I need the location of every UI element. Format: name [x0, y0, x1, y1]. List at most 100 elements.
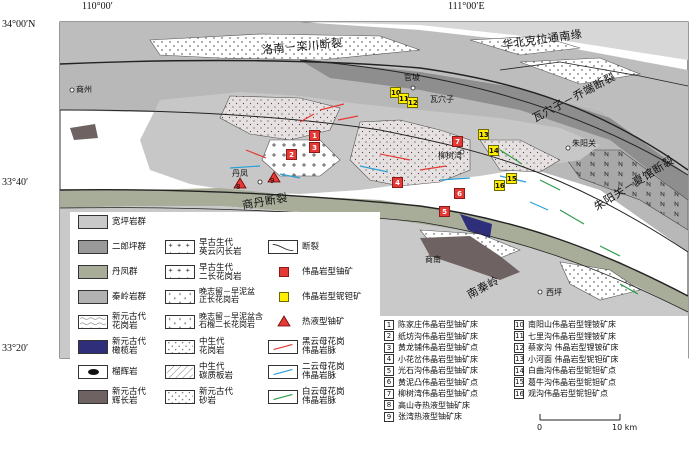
marker-deposit-2: 2 — [286, 149, 297, 160]
swatch-two-mica — [268, 365, 298, 379]
swatch-syenogranite — [165, 290, 195, 304]
swatch-black-mica — [268, 340, 298, 354]
deposit-item: 4 小花岔伟晶岩型铀矿床 — [384, 354, 478, 365]
deposit-name: 陈家庄伟晶岩型铀矿床 — [398, 320, 478, 329]
place-shangnan: 商南 — [425, 255, 441, 264]
deposit-number: 3 — [384, 342, 394, 353]
deposit-name: 南阳山伟晶岩型锂铍矿床 — [528, 320, 616, 329]
deposit-name: 七里沟伟晶岩型锂铍矿床 — [528, 331, 616, 341]
swatch-hydrothermal — [277, 315, 291, 327]
legend-fault-label: 断裂 — [302, 242, 320, 252]
marker-deposit-6: 6 — [454, 188, 465, 199]
deposit-number: 12 — [514, 342, 524, 353]
swatch-white-mica — [268, 390, 298, 404]
legend-uranium-label: 伟晶岩型铀矿 — [302, 267, 354, 277]
marker-deposit-5: 5 — [439, 206, 450, 217]
swatch-gabbro — [78, 390, 108, 404]
swatch-niobium — [279, 292, 289, 302]
swatch-eclogite — [78, 365, 108, 379]
deposit-number: 2 — [384, 331, 394, 341]
deposit-name: 葛牛沟伟晶岩型铌钽矿点 — [528, 377, 616, 387]
deposit-number: 15 — [514, 377, 524, 387]
deposit-item: 14 白曲沟伟晶岩型铌钽矿点 — [514, 365, 616, 376]
legend-monzogranite-label: 早古生代 二长花岗岩 — [199, 263, 242, 282]
legend-danfeng-label: 丹凤群 — [112, 267, 138, 277]
marker-deposit-4: 4 — [392, 177, 403, 188]
legend-carbon-slate-label: 中生代 碳质板岩 — [199, 362, 234, 381]
deposit-name: 小花岔伟晶岩型铀矿床 — [398, 354, 478, 364]
deposit-name: 白曲沟伟晶岩型铌钽矿点 — [528, 366, 616, 375]
legend-garnet-granite-label: 晚志留－早泥盆含 石榴二长花岗岩 — [199, 312, 263, 330]
deposit-number: 16 — [514, 388, 524, 399]
deposit-name: 蔡家沟 伟晶岩型锂铍矿床 — [528, 343, 619, 352]
coord-lat-34: 34°00′N — [2, 19, 36, 30]
place-zhuyangguan: 朱阳关 — [572, 139, 596, 148]
deposit-number: 5 — [384, 365, 394, 376]
marker-deposit-14: 14 — [488, 145, 499, 156]
deposit-number: 9 — [384, 411, 394, 422]
marker-deposit-10: 10 — [390, 87, 401, 98]
place-xiping: 西坪 — [546, 288, 562, 297]
legend-qinling-label: 秦岭岩群 — [112, 292, 147, 302]
marker-deposit-3: 3 — [309, 142, 320, 153]
deposit-item: 15 葛牛沟伟晶岩型铌钽矿点 — [514, 377, 616, 388]
scale-start: 0 — [537, 423, 543, 432]
coord-lon-111: 111°00′E — [448, 1, 485, 12]
swatch-uranium — [279, 267, 289, 277]
deposit-name: 观沟伟晶岩型铌钽矿点 — [528, 389, 608, 398]
legend-tonalite-label: 早古生代 英云闪长岩 — [199, 238, 242, 257]
deposit-number: 14 — [514, 365, 524, 376]
deposit-item: 9 张湾热液型铀矿床 — [384, 411, 462, 422]
place-danfeng: 丹凤 — [232, 169, 248, 178]
deposit-item: 10 南阳山伟晶岩型锂铍矿床 — [514, 319, 616, 330]
deposit-number: 11 — [514, 331, 524, 341]
deposit-number: 13 — [514, 354, 524, 364]
legend-eclogite-label: 榴辉岩 — [112, 367, 138, 377]
deposit-name: 张湾热液型铀矿床 — [398, 412, 462, 421]
deposit-item: 16 观沟伟晶岩型铌钽矿点 — [514, 388, 608, 399]
deposit-item: 2 纸坊沟伟晶岩型铀矿床 — [384, 331, 478, 342]
swatch-garnet-granite — [165, 315, 195, 329]
marker-deposit-8: 8 — [236, 183, 241, 191]
place-liushuwan: 柳树湾 — [438, 151, 462, 160]
legend-neo-granite-label: 新元古代 花岗岩 — [112, 312, 147, 331]
marker-deposit-16: 16 — [494, 180, 505, 191]
coord-lat-3340: 33°40′ — [2, 177, 29, 188]
swatch-kuanping — [78, 215, 108, 229]
swatch-mesozoic-granite — [165, 340, 195, 354]
deposit-item: 12 蔡家沟 伟晶岩型锂铍矿床 — [514, 342, 619, 353]
deposit-number: 10 — [514, 319, 524, 330]
deposit-number: 6 — [384, 377, 394, 387]
legend-sandstone-label: 新元古代 砂岩 — [199, 387, 234, 406]
swatch-erlangping — [78, 240, 108, 254]
legend-olivine-label: 新元古代 橄榄岩 — [112, 337, 147, 356]
swatch-carbon-slate — [165, 365, 195, 379]
marker-deposit-13: 13 — [478, 129, 489, 140]
scale-end: 10 km — [612, 423, 638, 432]
place-wayaozi: 瓦穴子 — [430, 95, 454, 104]
deposit-number: 4 — [384, 354, 394, 364]
deposit-name: 黄泥凸伟晶岩型铀矿点 — [398, 377, 478, 387]
legend-erlangping-label: 二郎坪群 — [112, 242, 147, 252]
deposit-item: 11 七里沟伟晶岩型锂铍矿床 — [514, 331, 616, 342]
deposit-name: 小河面 伟晶岩型铌钽矿床 — [528, 354, 619, 364]
swatch-danfeng — [78, 265, 108, 279]
marker-deposit-12: 12 — [407, 97, 418, 108]
swatch-monzogranite — [165, 265, 195, 279]
deposit-item: 13 小河面 伟晶岩型铌钽矿床 — [514, 354, 619, 365]
legend-kuanping-label: 宽坪岩群 — [112, 217, 147, 227]
deposit-name: 柳树湾伟晶岩型铀矿点 — [398, 389, 478, 398]
place-guanpo: 官坡 — [404, 73, 420, 82]
coord-lon-110: 110°00′ — [82, 1, 113, 12]
swatch-fault — [268, 240, 298, 254]
place-shangzhou: 商州 — [76, 85, 92, 94]
deposit-name: 纸坊沟伟晶岩型铀矿床 — [398, 331, 478, 341]
coord-lat-3320: 33°20′ — [2, 343, 29, 354]
legend-mesozoic-granite-label: 中生代 花岗岩 — [199, 337, 225, 356]
swatch-tonalite — [165, 240, 195, 254]
